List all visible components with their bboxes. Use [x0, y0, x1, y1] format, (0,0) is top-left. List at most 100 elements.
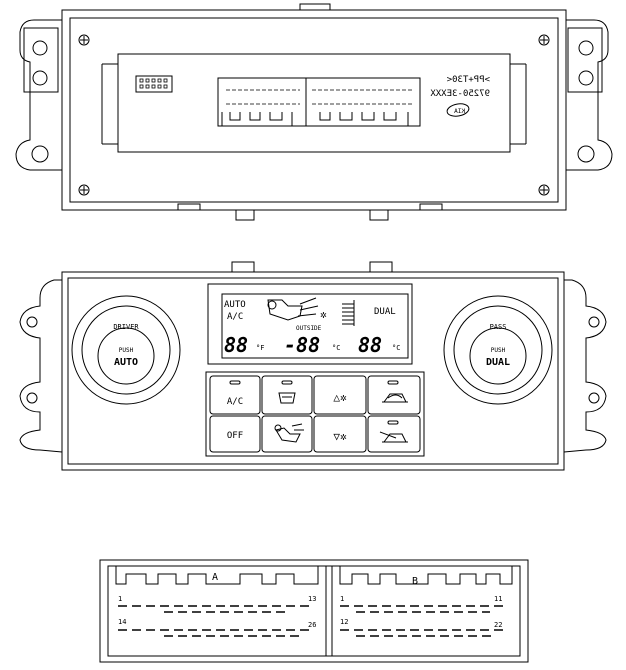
rear-part-number-text: 97250-3EXXX [430, 89, 490, 99]
pass-dual-label: DUAL [486, 357, 510, 368]
rear-view: >PP+T30< 97250-3EXXX KIA [15, 3, 613, 221]
rear-left-mount-tab [15, 19, 62, 171]
driver-auto-label: AUTO [114, 357, 138, 368]
rear-main-connector [217, 77, 421, 127]
connector-outline [99, 559, 529, 663]
off-button-label: OFF [227, 431, 243, 441]
connector-pinout: A B 1 13 14 26 1 11 12 22 [99, 559, 529, 663]
front-view: DRIVER PUSH AUTO PASS PUSH DUAL AUTO A/C… [19, 261, 607, 471]
driver-knob-bezel [71, 295, 181, 405]
rear-window-frame [101, 63, 527, 145]
rear-right-mount-tab [566, 19, 613, 171]
rear-left-screw-hole-1 [32, 40, 48, 56]
rear-left-bracket [23, 27, 59, 93]
lcd-display: AUTO A/C DUAL OUTSIDE ✲ 88 °F -88 °C 88 … [207, 283, 413, 365]
pass-push-label: PUSH [491, 347, 506, 354]
pass-knob[interactable]: PASS PUSH DUAL [443, 295, 553, 405]
front-top-clip-right [369, 261, 393, 273]
pass-knob-button [469, 327, 527, 385]
fresh-air-indicator [387, 420, 399, 425]
front-left-hole-1 [26, 316, 38, 328]
recirculation-button[interactable] [367, 375, 421, 415]
rear-material-text: >PP+T30< [446, 75, 490, 85]
driver-knob-ring [81, 305, 171, 395]
fan-up-button[interactable]: △✲ [313, 375, 367, 415]
rear-small-connector-pins [139, 78, 168, 89]
connector-inner [107, 565, 521, 657]
button-grid-frame [205, 371, 425, 457]
lcd-fan-bars [342, 300, 355, 326]
lcd-auto: AUTO [224, 300, 246, 310]
mode-button[interactable] [261, 415, 313, 453]
fan-down-button[interactable]: ▽✲ [313, 415, 367, 453]
defrost-icon [278, 392, 296, 404]
fan-up-label: △✲ [333, 391, 347, 404]
rear-logo-emblem [446, 103, 470, 117]
fresh-air-icon [379, 431, 408, 443]
fresh-air-button[interactable] [367, 415, 421, 453]
lcd-unit-right: °C [392, 344, 400, 352]
front-right-hole-1 [588, 316, 600, 328]
lcd-dual: DUAL [374, 307, 396, 317]
pass-ring-label: PASS [490, 323, 507, 331]
button-grid: A/C △✲ OFF [205, 371, 425, 457]
ac-button[interactable]: A/C [209, 375, 261, 415]
front-right-hole-2 [588, 392, 600, 404]
rear-right-screw-hole-2 [578, 70, 594, 86]
recirculation-indicator [387, 380, 399, 385]
front-panel-inner [67, 277, 559, 465]
driver-knob-button [97, 327, 155, 385]
connector-b-label: B [412, 576, 418, 587]
rear-bottom-ribs [177, 203, 443, 210]
pass-knob-bezel [443, 295, 553, 405]
mode-occupant-head [274, 424, 282, 432]
rear-bottom-clip-right [369, 209, 389, 221]
lcd-left-temp: 88 [224, 333, 248, 357]
connector-a-keys [115, 566, 319, 585]
lcd-fan-icon: ✲ [320, 308, 327, 321]
lcd-ac: A/C [227, 312, 243, 322]
front-panel-outline [61, 271, 565, 471]
max-defrost-indicator [281, 380, 293, 385]
lcd-center-temp: -88 [284, 333, 320, 357]
recirculation-icon [382, 393, 408, 403]
driver-knob[interactable]: DRIVER PUSH AUTO [71, 295, 181, 405]
pass-knob-ring [453, 305, 543, 395]
rear-connector-keys [221, 112, 409, 126]
b-pin-1: 1 [340, 595, 344, 603]
ac-button-label: A/C [227, 397, 243, 407]
driver-ring-label: DRIVER [113, 323, 139, 331]
rear-top-clip [299, 3, 331, 10]
lcd-glass [221, 293, 409, 359]
lcd-right-temp: 88 [358, 333, 382, 357]
rear-logo-text: KIA [454, 108, 465, 115]
a-pin-26: 26 [308, 621, 316, 629]
rear-bottom-clip-left [235, 209, 255, 221]
max-defrost-button[interactable] [261, 375, 313, 415]
front-left-ear [19, 279, 63, 453]
rear-left-screw-hole-2 [32, 70, 48, 86]
rear-corner-screws [78, 34, 550, 196]
fan-down-label: ▽✲ [333, 430, 347, 443]
b-pin-12: 12 [340, 618, 348, 626]
off-button[interactable]: OFF [209, 415, 261, 453]
rear-right-screw-hole-1 [578, 40, 594, 56]
lcd-outer-frame [207, 283, 413, 365]
connector-b-pin-slots [340, 605, 508, 637]
front-left-hole-2 [26, 392, 38, 404]
lcd-unit-center: °C [332, 344, 340, 352]
rear-small-connector [135, 75, 173, 93]
connector-b-keys [339, 566, 513, 585]
mode-icon [275, 423, 304, 443]
a-pin-13: 13 [308, 595, 316, 603]
rear-right-bracket [567, 27, 603, 93]
lcd-unit-left: °F [256, 344, 264, 352]
lcd-outside: OUTSIDE [296, 325, 322, 332]
b-pin-11: 11 [494, 595, 502, 603]
driver-push-label: PUSH [119, 347, 134, 354]
a-pin-14: 14 [118, 618, 126, 626]
rear-left-screw-hole-3 [31, 145, 49, 163]
rear-housing-inner [69, 17, 559, 203]
rear-connector-pins [226, 89, 414, 105]
